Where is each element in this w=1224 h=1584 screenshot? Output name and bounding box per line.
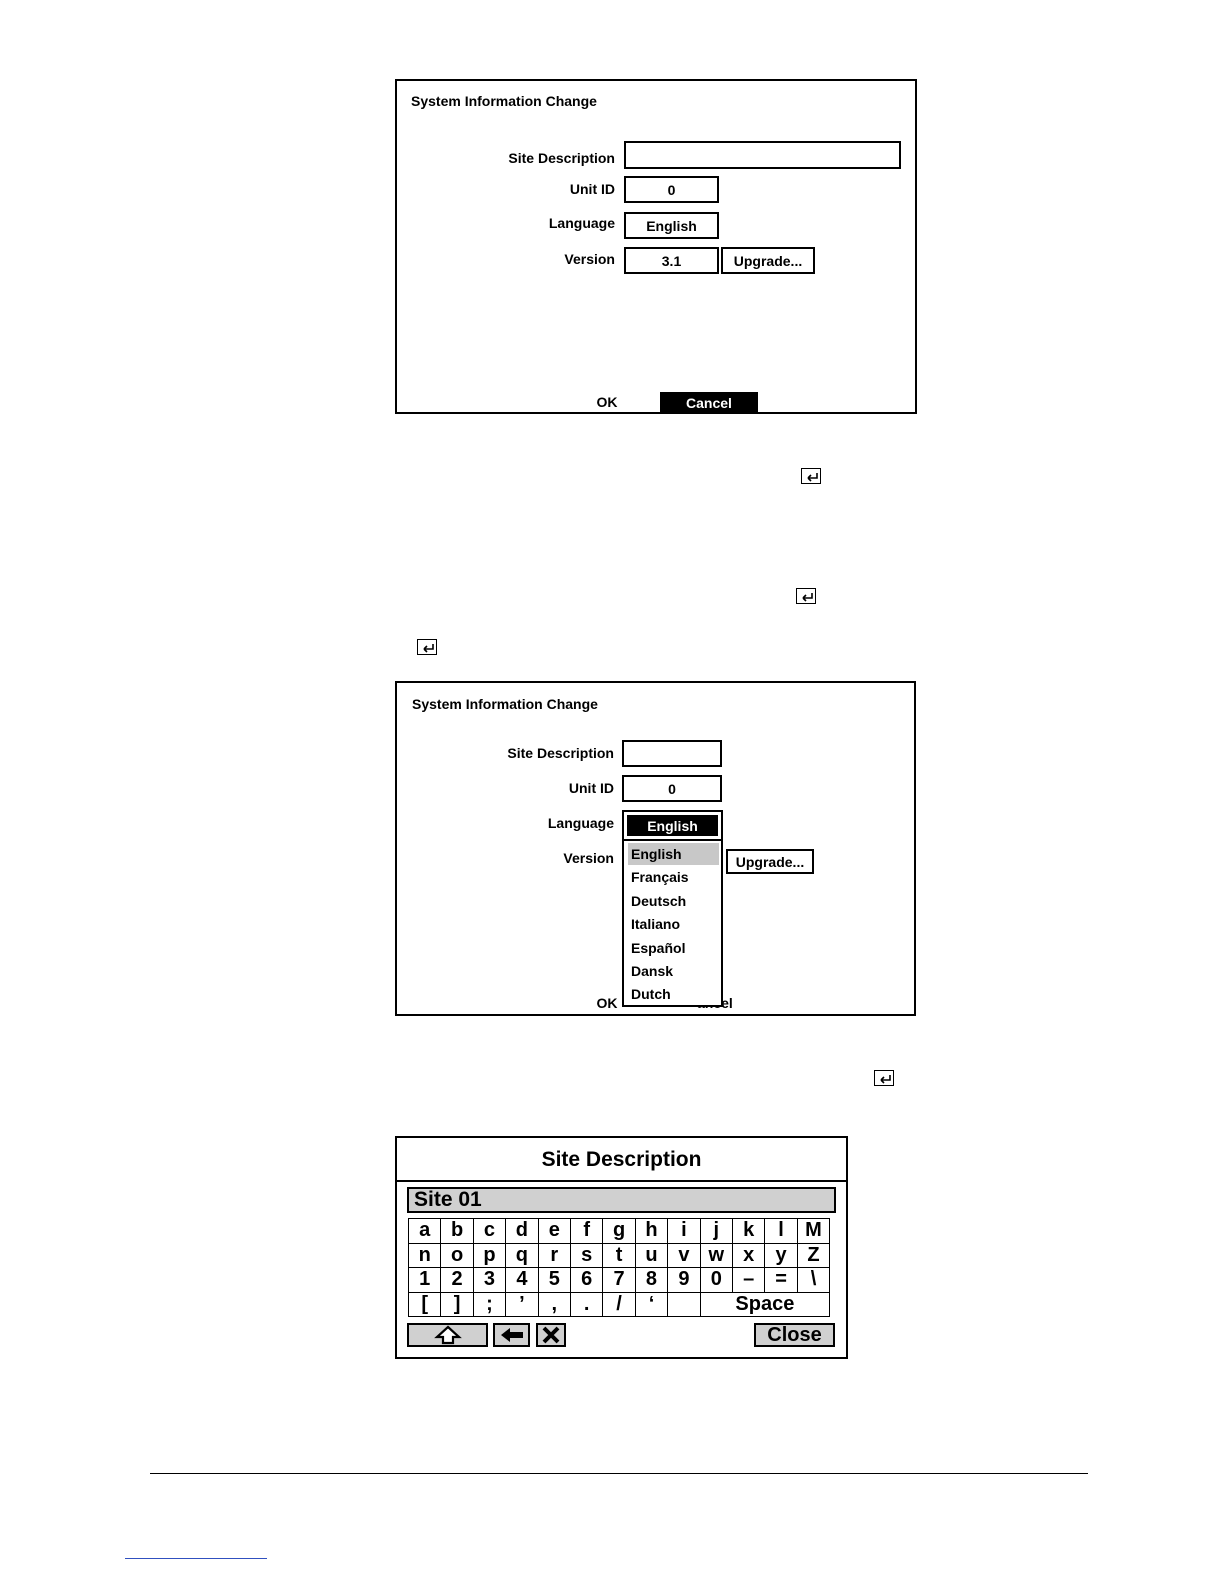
version-field: 3.1 <box>624 247 719 274</box>
key[interactable]: x <box>732 1242 766 1268</box>
key[interactable]: e <box>537 1218 571 1244</box>
key[interactable]: d <box>505 1218 539 1244</box>
language-option[interactable]: Dutch <box>631 986 671 1003</box>
ok-button[interactable]: OK <box>596 995 618 1011</box>
key[interactable]: 7 <box>602 1267 636 1293</box>
key[interactable]: f <box>570 1218 604 1244</box>
key[interactable]: g <box>602 1218 636 1244</box>
key[interactable]: ; <box>472 1291 507 1317</box>
upgrade-button[interactable]: Upgrade... <box>721 247 815 274</box>
key[interactable]: Z <box>796 1242 831 1268</box>
key[interactable]: 8 <box>634 1267 669 1293</box>
shift-icon <box>433 1325 462 1345</box>
key[interactable]: b <box>440 1218 474 1244</box>
enter-key-icon <box>796 588 816 604</box>
key[interactable]: 4 <box>505 1267 539 1293</box>
key[interactable]: c <box>472 1218 507 1244</box>
key[interactable]: ‘ <box>634 1291 669 1317</box>
key[interactable]: h <box>634 1218 669 1244</box>
key[interactable]: k <box>732 1218 766 1244</box>
key[interactable] <box>667 1291 701 1317</box>
site-description-field[interactable] <box>622 740 722 767</box>
footer-rule <box>150 1473 1088 1474</box>
clear-icon <box>542 1326 560 1344</box>
enter-key-icon <box>874 1070 894 1086</box>
key[interactable]: v <box>667 1242 701 1268</box>
language-option[interactable]: Italiano <box>631 916 681 933</box>
dialog-title: System Information Change <box>411 93 597 109</box>
key[interactable]: M <box>796 1218 831 1244</box>
clear-button[interactable] <box>536 1323 566 1347</box>
key[interactable]: ’ <box>505 1291 539 1317</box>
system-info-dialog-language-open: System Information Change Site Descripti… <box>395 681 916 1016</box>
key[interactable]: o <box>440 1242 474 1268</box>
language-label: Language <box>548 215 615 231</box>
language-option[interactable]: Deutsch <box>631 892 687 909</box>
key[interactable]: . <box>570 1291 604 1317</box>
language-label: Language <box>547 815 614 831</box>
key[interactable]: l <box>764 1218 798 1244</box>
key[interactable]: n <box>408 1242 442 1268</box>
version-label: Version <box>564 251 615 267</box>
key[interactable]: s <box>570 1242 604 1268</box>
upgrade-button[interactable]: Upgrade... <box>726 849 814 874</box>
enter-key-icon <box>417 639 437 655</box>
keyboard-input[interactable]: Site 01 <box>407 1187 836 1213</box>
key[interactable]: 3 <box>472 1267 507 1293</box>
unit-id-label: Unit ID <box>568 780 614 796</box>
version-label: Version <box>563 850 614 866</box>
language-current-value[interactable]: English <box>627 815 718 836</box>
key[interactable]: [ <box>408 1291 442 1317</box>
system-info-dialog: System Information Change Site Descripti… <box>395 79 917 414</box>
language-select[interactable]: English <box>624 212 719 239</box>
unit-id-label: Unit ID <box>569 181 615 197</box>
language-option[interactable]: Español <box>631 939 686 956</box>
key[interactable]: p <box>472 1242 507 1268</box>
ok-button[interactable]: OK <box>596 394 618 410</box>
key[interactable]: 9 <box>667 1267 701 1293</box>
key[interactable]: , <box>537 1291 571 1317</box>
key[interactable]: \ <box>796 1267 831 1293</box>
space-key[interactable]: Space <box>699 1291 831 1317</box>
key[interactable]: 5 <box>537 1267 571 1293</box>
key[interactable]: a <box>408 1218 442 1244</box>
dropdown-divider <box>624 839 721 841</box>
language-option[interactable]: English <box>628 843 719 865</box>
backspace-button[interactable] <box>493 1323 530 1347</box>
dialog-title: System Information Change <box>412 696 598 712</box>
keyboard-title: Site Description <box>541 1148 702 1171</box>
backspace-icon <box>500 1328 523 1342</box>
key[interactable]: ] <box>440 1291 474 1317</box>
unit-id-field[interactable]: 0 <box>622 775 722 802</box>
language-option[interactable]: Dansk <box>631 963 674 979</box>
key[interactable]: u <box>634 1242 669 1268</box>
key[interactable]: r <box>537 1242 571 1268</box>
shift-button[interactable] <box>407 1323 488 1347</box>
key[interactable]: / <box>602 1291 636 1317</box>
enter-key-icon <box>801 468 821 484</box>
key[interactable]: q <box>505 1242 539 1268</box>
key[interactable]: j <box>699 1218 733 1244</box>
site-description-field[interactable] <box>624 141 901 169</box>
cancel-button[interactable]: Cancel <box>660 392 758 413</box>
key[interactable]: w <box>699 1242 733 1268</box>
footer-link-underline <box>125 1558 267 1559</box>
language-option[interactable]: Français <box>631 869 689 886</box>
site-description-label: Site Description <box>508 150 615 166</box>
key[interactable]: y <box>764 1242 798 1268</box>
key[interactable]: i <box>667 1218 701 1244</box>
unit-id-field[interactable]: 0 <box>624 176 719 203</box>
site-description-label: Site Description <box>507 745 614 761</box>
title-divider <box>397 1180 846 1182</box>
key[interactable]: t <box>602 1242 636 1268</box>
close-button[interactable]: Close <box>754 1323 835 1347</box>
key[interactable]: = <box>764 1267 798 1293</box>
key[interactable]: – <box>732 1267 766 1293</box>
key[interactable]: 2 <box>440 1267 474 1293</box>
key[interactable]: 6 <box>570 1267 604 1293</box>
key[interactable]: 0 <box>699 1267 733 1293</box>
key[interactable]: 1 <box>408 1267 442 1293</box>
